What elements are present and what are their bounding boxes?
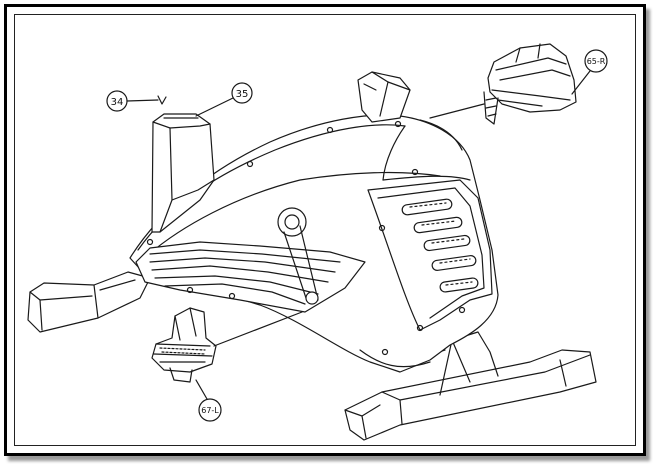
housing-screws [146, 120, 466, 356]
rear-handle-post [151, 113, 215, 233]
rear-foot [27, 271, 151, 333]
pedal-left [151, 307, 217, 383]
front-foot [344, 331, 597, 441]
callout-34-label: 34 [111, 97, 124, 108]
drawing-inner-border [14, 14, 636, 446]
callout-65r: 65-R [429, 49, 608, 119]
pedal-right [483, 43, 577, 125]
vent-slots [401, 198, 479, 293]
callout-34: 34 [106, 90, 167, 112]
top-handle [357, 71, 411, 123]
callout-67l-label: 67-L [201, 406, 219, 415]
callout-35-label: 35 [236, 89, 249, 100]
callout-35: 35 [195, 82, 253, 117]
crank-arm [277, 207, 319, 305]
callout-67l: 67-L [195, 311, 303, 422]
callout-65r-label: 65-R [587, 57, 606, 66]
